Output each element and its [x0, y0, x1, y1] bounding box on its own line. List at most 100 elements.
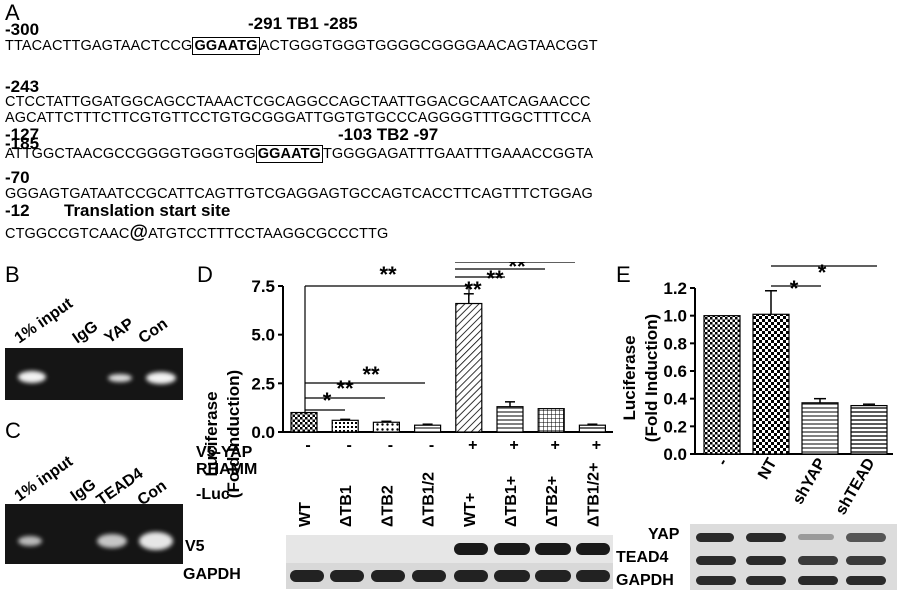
- panel-b-label: B: [5, 262, 20, 287]
- chart-e: Luciferase (Fold Induction) 0.0 0.2 0.4 0.6…: [620, 262, 893, 518]
- blot-band: [494, 543, 530, 555]
- chart-d-xtick-label: ΔTB1: [338, 485, 355, 527]
- chart-e-significance: **: [771, 262, 877, 301]
- chart-e-ytick-label: 0.2: [663, 417, 687, 436]
- seq-row-1-post: ACTGGGTGGGTGGGGCGGGGAACAGTAACGGT: [259, 38, 598, 54]
- seq-row-3: AGCATTCTTTCTTCGTGTTCCTGTGCGGGATTGGTGTGCC…: [5, 110, 592, 126]
- chart-d-v5-sign: +: [551, 437, 560, 454]
- seq-pos-2: -243: [5, 77, 40, 96]
- chart-d-row-labels: V5-YAP RHAMM -Luc: [196, 444, 257, 503]
- gel-b-band: [18, 371, 46, 383]
- chart-d-bar: [372, 421, 400, 433]
- b-lane-igg: IgG: [69, 317, 102, 348]
- chart-d-bars: [290, 293, 606, 433]
- tb2-label: -103 TB2 -97: [338, 125, 439, 144]
- tb2-box: GGAATG: [255, 145, 323, 163]
- chart-e-bar: [801, 402, 839, 455]
- seq-pos-6: -12: [5, 201, 30, 220]
- blot-d-label-gapdh: GAPDH: [183, 566, 241, 583]
- b-lane-input: 1% input: [11, 295, 77, 348]
- chart-d-xtick-label: ΔTB1+: [503, 476, 520, 527]
- blot-band: [535, 543, 571, 555]
- chart-d-ytick-label: 2.5: [251, 374, 275, 393]
- translation-start-label: Translation start site: [64, 201, 231, 220]
- chart-d-ylabel-1: Luciferase: [202, 391, 221, 476]
- seq-pos-3: -185: [5, 134, 40, 153]
- start-marker: @: [129, 222, 149, 243]
- row-label-rhamm: RHAMM: [196, 461, 258, 478]
- seq-pos-5: -70: [5, 168, 30, 187]
- seq-row-6-pre: CTGGCCGTCAAC: [5, 226, 130, 242]
- chart-e-ytick-label: 0.0: [663, 445, 687, 464]
- chart-d-xtick-label: WT: [297, 502, 314, 527]
- chart-d-ytick-label: 0.0: [251, 423, 275, 442]
- b-lane-con: Con: [135, 315, 171, 348]
- chart-d-xtick-label: ΔTB2: [379, 485, 396, 527]
- chart-d-ylabel-2: (Fold Induction): [224, 370, 243, 498]
- chart-e-bar: [703, 315, 741, 455]
- blot-d-v5: [286, 535, 613, 563]
- chart-e-sig-mark: *: [818, 262, 827, 285]
- gel-b-band: [108, 374, 132, 382]
- gel-c-band: [97, 534, 127, 548]
- gel-b-band: [146, 372, 176, 384]
- chart-d-sig-mark: **: [508, 262, 526, 279]
- chart-d-sig-mark: **: [362, 362, 380, 387]
- seq-row-6: CTGGCCGTCAAC@ATGTCCTTTCCTAAGGCGCCCTTG: [5, 222, 388, 244]
- panel-e-label: E: [616, 262, 631, 287]
- blot-e-label-tead4: TEAD4: [616, 549, 669, 566]
- chart-e-sig-mark: *: [790, 276, 799, 301]
- chart-d-sig-mark: **: [336, 376, 354, 401]
- chart-d-x-labels: WT-ΔTB1-ΔTB2-ΔTB1/2-WT++ΔTB1++ΔTB2++ΔTB1…: [297, 437, 602, 527]
- chart-d-v5-sign: -: [305, 437, 310, 454]
- chart-d-v5-sign: +: [468, 437, 477, 454]
- chart-d-v5-sign: -: [347, 437, 352, 454]
- chart-d-xtick-label: ΔTB1/2+: [585, 463, 602, 527]
- chart-e-xtick-label: shYAP: [790, 455, 830, 507]
- chart-e-ytick-label: 1.2: [663, 279, 687, 298]
- seq-row-4-pre: ATTGGCTAACGCCGGGGTGGGTGG: [5, 146, 256, 162]
- chart-d-sig-mark: **: [464, 277, 482, 302]
- chart-d-bar: [537, 408, 565, 433]
- panel-c-label: C: [5, 418, 21, 443]
- blot-e-label-yap: YAP: [648, 526, 680, 543]
- chart-e-ytick-label: 0.6: [663, 362, 687, 381]
- chart-d-significance: *************: [304, 262, 575, 414]
- chart-d-xtick-label: ΔTB1/2: [421, 472, 438, 527]
- seq-row-2: CTCCTATTGGATGGCAGCCTAAACTCGCAGGCCAGCTAAT…: [5, 94, 591, 110]
- blot-e: [690, 524, 897, 590]
- chart-e-ytick-label: 0.4: [663, 390, 687, 409]
- row-label-v5yap: V5-YAP: [196, 444, 253, 461]
- c-lane-igg: IgG: [67, 475, 100, 506]
- chart-e-y-axis: 0.0 0.2 0.4 0.6 0.8 1.0 1.2: [663, 279, 893, 464]
- chart-e-xtick-label: shTEAD: [833, 456, 879, 518]
- blot-band: [576, 543, 610, 555]
- chart-d-bar: [455, 302, 483, 433]
- chart-e-ytick-label: 0.8: [663, 334, 687, 353]
- chart-e-ylabel-2: (Fold Induction): [642, 314, 661, 442]
- gel-c: [5, 504, 183, 564]
- chart-d-v5-sign: -: [388, 437, 393, 454]
- chart-d-sig-mark: *: [323, 388, 332, 413]
- chart-e-ylabel-1: Luciferase: [620, 335, 639, 420]
- blot-d-gapdh: [286, 563, 613, 589]
- chart-e-bar: [752, 313, 790, 455]
- chart-d-sig-mark: **: [486, 266, 504, 291]
- seq-pos-4: -127: [5, 125, 40, 144]
- chart-d-v5-sign: +: [592, 437, 601, 454]
- tb1-box: GGAATG: [192, 37, 260, 55]
- chart-d-v5-sign: +: [509, 437, 518, 454]
- chart-d-bar: [414, 424, 442, 433]
- tb1-label: -291 TB1 -285: [248, 14, 358, 33]
- chart-d-axis-title: Luciferase (Fold Induction): [202, 370, 243, 498]
- chart-e-ytick-label: 1.0: [663, 307, 687, 326]
- chart-e-bar: [850, 404, 888, 455]
- gel-b: [5, 348, 183, 400]
- gel-c-band: [139, 532, 173, 550]
- seq-pos-1: -300: [5, 20, 40, 39]
- blot-band: [454, 543, 488, 555]
- panel-d-label: D: [197, 262, 213, 287]
- blot-e-label-gapdh: GAPDH: [616, 572, 674, 589]
